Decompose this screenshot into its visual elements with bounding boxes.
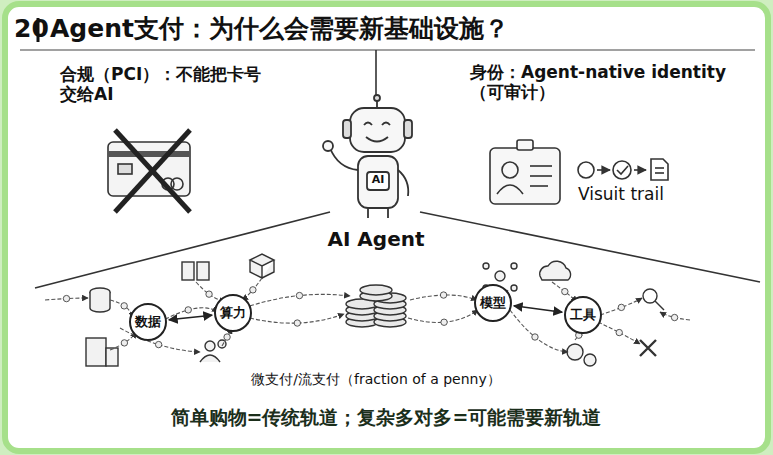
coin [562, 288, 568, 294]
coin [618, 304, 624, 310]
robot [323, 95, 412, 218]
entity-circle: 模型 [474, 284, 512, 322]
network-icons [86, 254, 664, 366]
coin [250, 287, 256, 293]
label: 身份：Agent-native identity（可审计） [470, 62, 732, 103]
node-text: 数据 [135, 313, 161, 331]
coin [206, 291, 212, 297]
coin [296, 292, 302, 298]
label: 微支付/流支付（fraction of a penny） [251, 371, 500, 388]
coin [532, 334, 538, 340]
audit-trail [578, 159, 668, 180]
stem-line [375, 50, 377, 98]
node-text: 算力 [220, 304, 246, 322]
card-frame [5, 4, 768, 451]
coin [185, 307, 191, 313]
coin [121, 340, 127, 346]
label: 20 [14, 14, 49, 44]
id-badge [490, 140, 560, 204]
coin [440, 292, 446, 298]
coin [155, 341, 161, 347]
flow-arrow [660, 312, 690, 320]
coin [671, 314, 677, 320]
label: AI Agent [327, 227, 424, 251]
title-rule [20, 49, 755, 50]
card-icon [108, 130, 190, 212]
label: Visuit trail [578, 184, 664, 204]
node-text: 工具 [570, 306, 596, 324]
entity-circle: 数据 [129, 303, 167, 341]
coin [294, 320, 300, 326]
node-text: 模型 [480, 294, 506, 312]
coin [63, 295, 69, 301]
coin [441, 319, 447, 325]
flow-arrow [510, 310, 568, 352]
flow-arrow [598, 322, 640, 344]
payment-flows [45, 278, 690, 352]
coin [224, 334, 230, 340]
coin [616, 329, 622, 335]
label: 合规（PCI）：不能把卡号交给AI [60, 64, 270, 105]
flow-arrow [600, 298, 642, 315]
coin-stack [346, 285, 406, 327]
title: Agent支付：为什么会需要新基础设施？ [50, 14, 509, 44]
flow-arrow [242, 278, 262, 300]
label: AI [372, 173, 385, 186]
roof-line [35, 212, 330, 288]
entity-circle: 算力 [214, 294, 252, 332]
caption: 简单购物=传统轨道；复杂多对多=可能需要新轨道 [171, 406, 602, 429]
connector [514, 306, 562, 312]
entity-circle: 工具 [564, 296, 602, 334]
roof-line [420, 212, 760, 282]
coin [121, 303, 127, 309]
connector [169, 315, 212, 320]
